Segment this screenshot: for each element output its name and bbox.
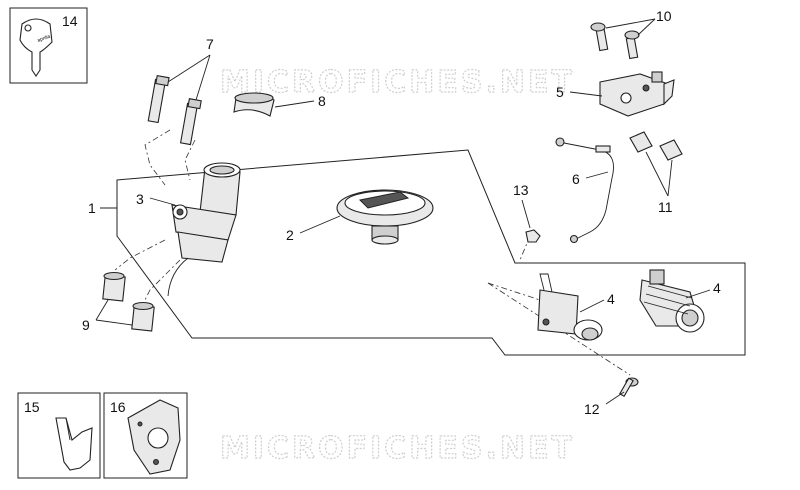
key-brand-label: aprilia [37, 34, 52, 44]
box-part-15 [17, 392, 101, 479]
nut [525, 229, 541, 243]
assembly-line-bolt-left [144, 129, 171, 186]
fuel-cap [336, 189, 434, 245]
box-key [9, 7, 88, 84]
leader-9a [95, 299, 109, 321]
lock-cylinder [537, 273, 603, 341]
leader-6 [585, 171, 609, 179]
assembly-line-lock [487, 282, 541, 301]
callout-13: 13 [513, 182, 529, 198]
assembly-group-outline [116, 149, 746, 356]
seat-lock-mechanism [599, 71, 675, 117]
callout-2: 2 [286, 227, 294, 243]
callout-4b: 4 [713, 280, 721, 296]
leader-11b [667, 159, 673, 197]
bushing-bottom [131, 301, 155, 332]
leader-8 [274, 100, 315, 108]
screw-bottom [619, 377, 639, 398]
leader-7b [195, 54, 211, 101]
ignition-switch [167, 162, 241, 297]
leader-3 [149, 197, 176, 206]
leader-9b [95, 319, 133, 326]
leader-13 [521, 199, 531, 229]
leader-11a [645, 151, 669, 197]
leader-10a [605, 18, 656, 29]
callout-15: 15 [24, 399, 40, 415]
screw-right [624, 30, 640, 60]
callout-9: 9 [82, 317, 90, 333]
callout-12: 12 [584, 401, 600, 417]
leader-4a [579, 299, 605, 313]
leader-7a [167, 54, 211, 83]
lock-housing [639, 269, 705, 333]
bracket-clip [55, 417, 93, 471]
watermark-bottom: MICROFICHES.NET [220, 431, 575, 466]
clip-left [629, 131, 653, 153]
callout-3: 3 [136, 191, 144, 207]
callout-6: 6 [572, 171, 580, 187]
callout-16: 16 [110, 399, 126, 415]
leader-12 [605, 391, 625, 405]
callout-7: 7 [206, 36, 214, 52]
clip-right [659, 139, 683, 161]
assembly-line-bushing-top [114, 239, 166, 271]
bolt-left [147, 75, 170, 124]
box-part-16 [103, 392, 188, 479]
callout-14: 14 [62, 13, 78, 29]
cover-plate [127, 399, 181, 475]
assembly-line-bushing-bottom [144, 259, 181, 301]
release-cable [555, 137, 614, 244]
callout-10: 10 [656, 8, 672, 24]
leader-2 [299, 215, 341, 234]
callout-1: 1 [88, 200, 96, 216]
screw-left [590, 22, 609, 52]
leader-4b [685, 289, 711, 299]
callout-8: 8 [318, 93, 326, 109]
bushing-top [102, 271, 126, 302]
callout-5: 5 [556, 84, 564, 100]
bolt-right [179, 98, 202, 146]
leader-10b [637, 18, 656, 36]
key-illustration: aprilia [19, 18, 53, 77]
leader-5 [569, 91, 603, 97]
callout-11: 11 [658, 199, 673, 215]
ring-washer [233, 92, 275, 117]
callout-4a: 4 [607, 291, 615, 307]
watermark-top: MICROFICHES.NET [220, 65, 575, 100]
